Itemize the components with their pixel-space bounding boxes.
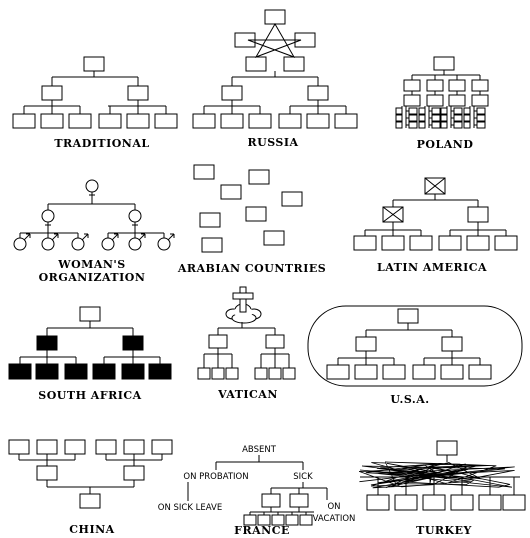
label-turkey: TURKEY (416, 524, 472, 537)
usa-chart: U.S.A. (307, 305, 523, 406)
female-symbol-icon (41, 209, 55, 223)
mid-box (41, 85, 63, 101)
top-box (83, 56, 105, 72)
female-symbol-icon (85, 179, 99, 193)
box (418, 114, 426, 122)
label-womans-line1: WOMAN'S (57, 258, 126, 271)
box (453, 121, 463, 129)
france-chart: ABSENT ON PROBATION SICK ON SICK LEAVE O… (158, 445, 356, 537)
label-poland: POLAND (417, 138, 474, 151)
france-on-vacation-line1: ON (327, 502, 340, 512)
box (395, 114, 403, 122)
box (366, 494, 390, 511)
box (471, 94, 489, 107)
arabian-countries-chart: ARABIAN COUNTRIES (177, 164, 326, 275)
latin-america-chart: LATIN AMERICA (353, 177, 518, 274)
box (453, 114, 463, 122)
female-symbol-icon (128, 209, 142, 223)
box (440, 114, 448, 122)
box (448, 79, 466, 92)
male-symbol-icon (13, 237, 27, 251)
box (440, 121, 448, 129)
box (394, 494, 418, 511)
france-on-probation: ON PROBATION (183, 472, 248, 482)
label-latin-america: LATIN AMERICA (377, 261, 487, 274)
box (418, 107, 426, 115)
tangled-lines (358, 461, 515, 489)
mid-box (127, 85, 149, 101)
box (440, 107, 448, 115)
box (453, 107, 463, 115)
box (476, 121, 486, 129)
box (476, 114, 486, 122)
france-sick: SICK (293, 472, 313, 482)
box (478, 494, 502, 511)
box (395, 107, 403, 115)
label-traditional: TRADITIONAL (54, 137, 149, 150)
label-usa: U.S.A. (390, 393, 429, 406)
russia-chart: RUSSIA (192, 9, 358, 149)
male-symbol-icon (71, 237, 85, 251)
box (476, 107, 486, 115)
label-south-africa: SOUTH AFRICA (38, 389, 141, 402)
france-on-sick-leave: ON SICK LEAVE (158, 503, 222, 513)
label-france: FRANCE (234, 524, 290, 537)
box (408, 114, 418, 122)
poland-chart (395, 56, 489, 129)
enclosing-capsule (307, 305, 523, 387)
box (463, 107, 471, 115)
box (431, 121, 441, 129)
box (433, 56, 455, 71)
label-arabian-countries: ARABIAN COUNTRIES (177, 262, 326, 275)
male-symbol-icon (157, 237, 171, 251)
box (431, 114, 441, 122)
male-symbol-icon (128, 237, 142, 251)
male-symbol-icon (101, 237, 115, 251)
box (426, 79, 444, 92)
south-africa-chart: SOUTH AFRICA (8, 306, 172, 402)
star-icon (247, 22, 302, 58)
box (502, 494, 526, 511)
vatican-chart: VATICAN (197, 286, 296, 401)
france-on-vacation-line2: VACATION (313, 514, 356, 524)
box (403, 79, 421, 92)
womans-organization-chart (13, 179, 175, 251)
box (422, 494, 446, 511)
box (403, 94, 421, 107)
box (463, 114, 471, 122)
box (448, 94, 466, 107)
box (395, 121, 403, 129)
box (408, 107, 418, 115)
box (431, 107, 441, 115)
label-china: CHINA (69, 523, 114, 536)
box (471, 79, 489, 92)
label-vatican: VATICAN (217, 388, 278, 401)
box (408, 121, 418, 129)
box (426, 94, 444, 107)
box (463, 121, 471, 129)
box (450, 494, 474, 511)
china-chart: CHINA (8, 439, 173, 536)
france-absent: ABSENT (242, 445, 277, 455)
label-womans-line2: ORGANIZATION (39, 271, 146, 284)
traditional-chart: TRADITIONAL (12, 56, 178, 150)
cross-icon (232, 286, 254, 313)
box (418, 121, 426, 129)
label-russia: RUSSIA (247, 136, 298, 149)
cloud-icon (225, 303, 262, 324)
turkey-chart (358, 440, 526, 511)
male-symbol-icon (41, 237, 55, 251)
